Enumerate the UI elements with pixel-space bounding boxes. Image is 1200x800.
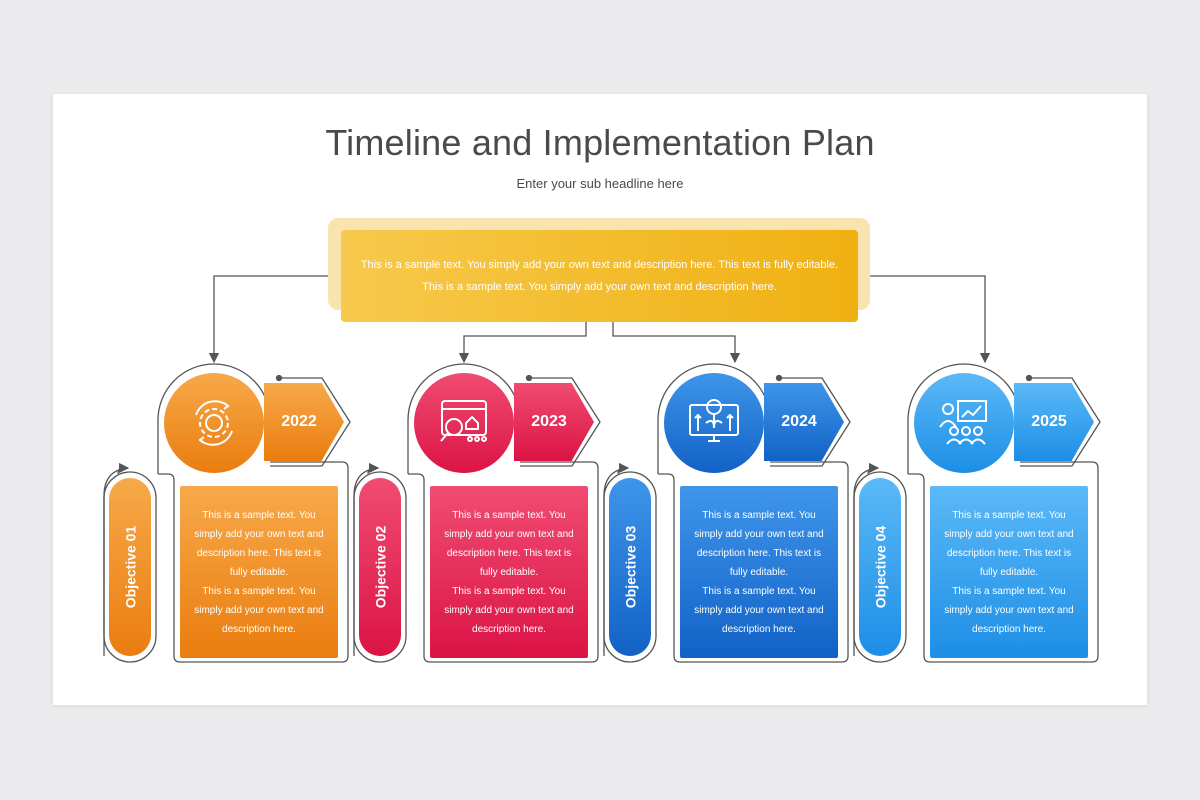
pill-arrow-3 [617,462,630,475]
page-title: Timeline and Implementation Plan [325,122,875,163]
pill-arrow-2 [367,462,380,475]
objective-text1-1: This is a sample text. You simply add yo… [194,509,324,578]
objective-label-3: Objective 03 [622,525,638,609]
browser-search-icon [440,400,487,442]
objective-card-4: This is a sample text. You simply add yo… [930,486,1088,658]
objective-text2-4: This is a sample text. You simply add yo… [944,585,1074,635]
page-subtitle: Enter your sub headline here [516,176,684,191]
objective-label-2: Objective 02 [372,525,388,609]
objective-pill-4: Objective 04 [859,478,901,656]
year-label-4: 2025 [1031,413,1067,430]
top-summary-line1: This is a sample text. You simply add yo… [360,259,839,271]
objective-pill-2: Objective 02 [359,478,401,656]
objective-card-2: This is a sample text. You simply add yo… [430,486,588,658]
objective-pill-1: Objective 01 [109,478,151,656]
objective-circle-1 [164,373,264,473]
connector-mid-left [458,322,587,364]
year-label-1: 2022 [281,413,317,430]
objective-pill-3: Objective 03 [609,478,651,656]
objective-text2-1: This is a sample text. You simply add yo… [194,585,324,635]
year-outline-4 [1020,377,1101,467]
objective-circle-2 [414,373,514,473]
pill-arrow-4 [867,462,880,475]
objective-text1-2: This is a sample text. You simply add yo… [444,509,574,578]
objective-text1-4: This is a sample text. You simply add yo… [944,509,1074,578]
top-summary-box: This is a sample text. You simply add yo… [341,230,858,322]
objective-label-1: Objective 01 [122,525,138,609]
pill-outline-4 [853,471,907,663]
objective-card-1: This is a sample text. You simply add yo… [180,486,338,658]
card-outline-1 [157,363,349,663]
year-dot-4 [1025,374,1033,382]
card-outline-4 [907,363,1099,663]
presentation-icon [939,400,987,445]
connector-right [870,275,991,364]
connector-mid-right [612,322,741,364]
year-outline-1 [270,377,351,467]
objective-text1-3: This is a sample text. You simply add yo… [694,509,824,578]
gear-cycle-icon [195,400,233,446]
year-dot-3 [775,374,783,382]
pill-outline-3 [603,471,657,663]
objective-text2-2: This is a sample text. You simply add yo… [444,585,574,635]
objective-label-4: Objective 04 [872,525,888,609]
year-label-2: 2023 [531,413,567,430]
year-outline-3 [770,377,851,467]
year-outline-2 [520,377,601,467]
pill-arrow-1 [117,462,130,475]
pill-outline-1 [103,471,157,663]
objective-card-3: This is a sample text. You simply add yo… [680,486,838,658]
connector-left [208,275,328,364]
card-outline-2 [407,363,599,663]
top-summary-line2: This is a sample text. You simply add yo… [422,281,777,293]
card-outline-3 [657,363,849,663]
objective-text2-3: This is a sample text. You simply add yo… [694,585,824,635]
pill-outline-2 [353,471,407,663]
year-dot-1 [275,374,283,382]
year-dot-2 [525,374,533,382]
objective-circle-3 [664,373,764,473]
year-label-3: 2024 [781,413,817,430]
objective-circle-4 [914,373,1014,473]
money-growth-icon [689,399,739,442]
